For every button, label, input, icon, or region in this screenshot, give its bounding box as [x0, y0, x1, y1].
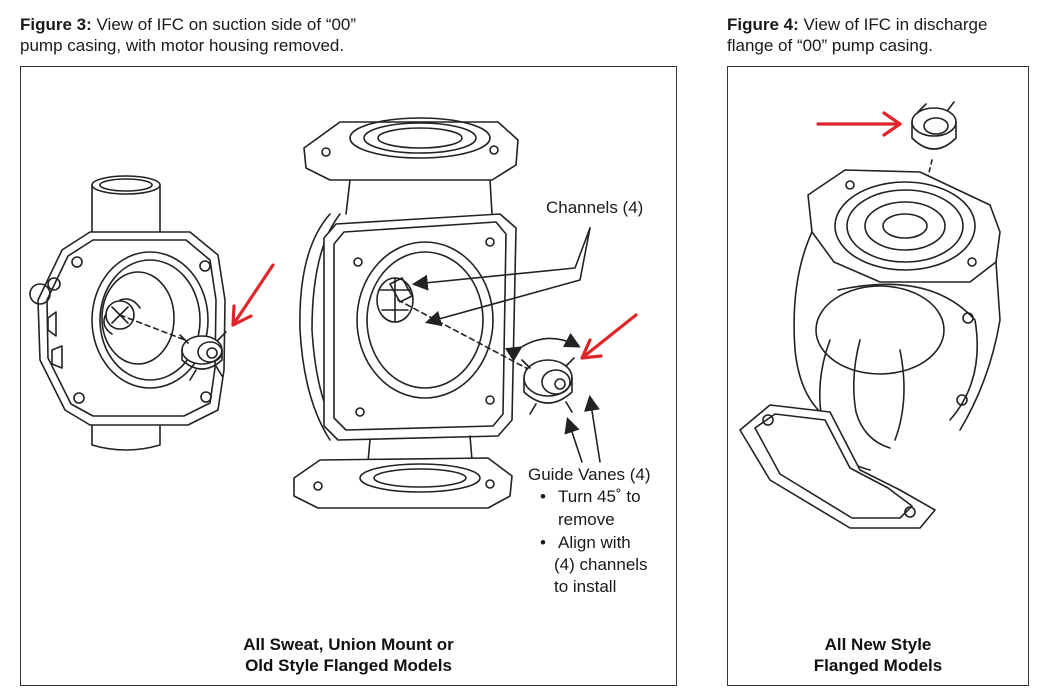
figure4-footer-line2: Flanged Models — [813, 656, 943, 675]
ifc-cartridge-left — [179, 331, 227, 381]
bullet-align-text-1: Align with — [558, 533, 631, 552]
ifc-cartridge-detached — [504, 332, 581, 415]
center-pump-casing — [293, 117, 546, 509]
bullet-align-text-3: to install — [554, 577, 617, 596]
bullet-align: • — [540, 532, 546, 554]
bullet-turn-text-1: Turn 45˚ to — [558, 487, 641, 506]
figure3-caption-text-2: pump casing, with motor housing removed. — [20, 36, 345, 55]
red-arrows — [231, 111, 902, 360]
sweat-pump-casing — [29, 175, 227, 451]
figure4-caption-label: Figure 4: — [727, 15, 799, 34]
figure4-caption-text-2: flange of “00” pump casing. — [727, 36, 934, 55]
figure4-footer-line1: All New Style — [824, 635, 932, 654]
new-style-flanged-pump — [739, 101, 1001, 529]
figure4-caption-text: View of IFC in discharge — [798, 15, 988, 34]
guide-vanes-label: Guide Vanes (4) — [528, 465, 651, 484]
figure3-caption-label: Figure 3: — [20, 15, 92, 34]
red-arrow-center — [580, 313, 638, 360]
red-arrow-fig4 — [816, 111, 902, 137]
figure3-footer: All Sweat, Union Mount or Old Style Flan… — [21, 634, 676, 676]
bullet-turn-text-2: remove — [558, 510, 615, 529]
figure4-caption: Figure 4: View of IFC in discharge flang… — [727, 14, 987, 56]
figure3-footer-line2: Old Style Flanged Models — [245, 656, 452, 675]
figure4-panel: All New Style Flanged Models — [727, 66, 1029, 686]
channels-label: Channels (4) — [546, 198, 644, 217]
figure3-footer-line1: All Sweat, Union Mount or — [243, 635, 454, 654]
bullet-turn: • — [540, 486, 546, 508]
figure3-caption: Figure 3: View of IFC on suction side of… — [20, 14, 356, 56]
red-arrow-left — [231, 263, 275, 327]
bullet-char-2: • — [540, 533, 546, 552]
bullet-align-text-2: (4) channels — [554, 555, 648, 574]
bullet-char-1: • — [540, 487, 546, 506]
figure3-caption-text: View of IFC on suction side of “00” — [91, 15, 357, 34]
figure4-footer: All New Style Flanged Models — [728, 634, 1028, 676]
